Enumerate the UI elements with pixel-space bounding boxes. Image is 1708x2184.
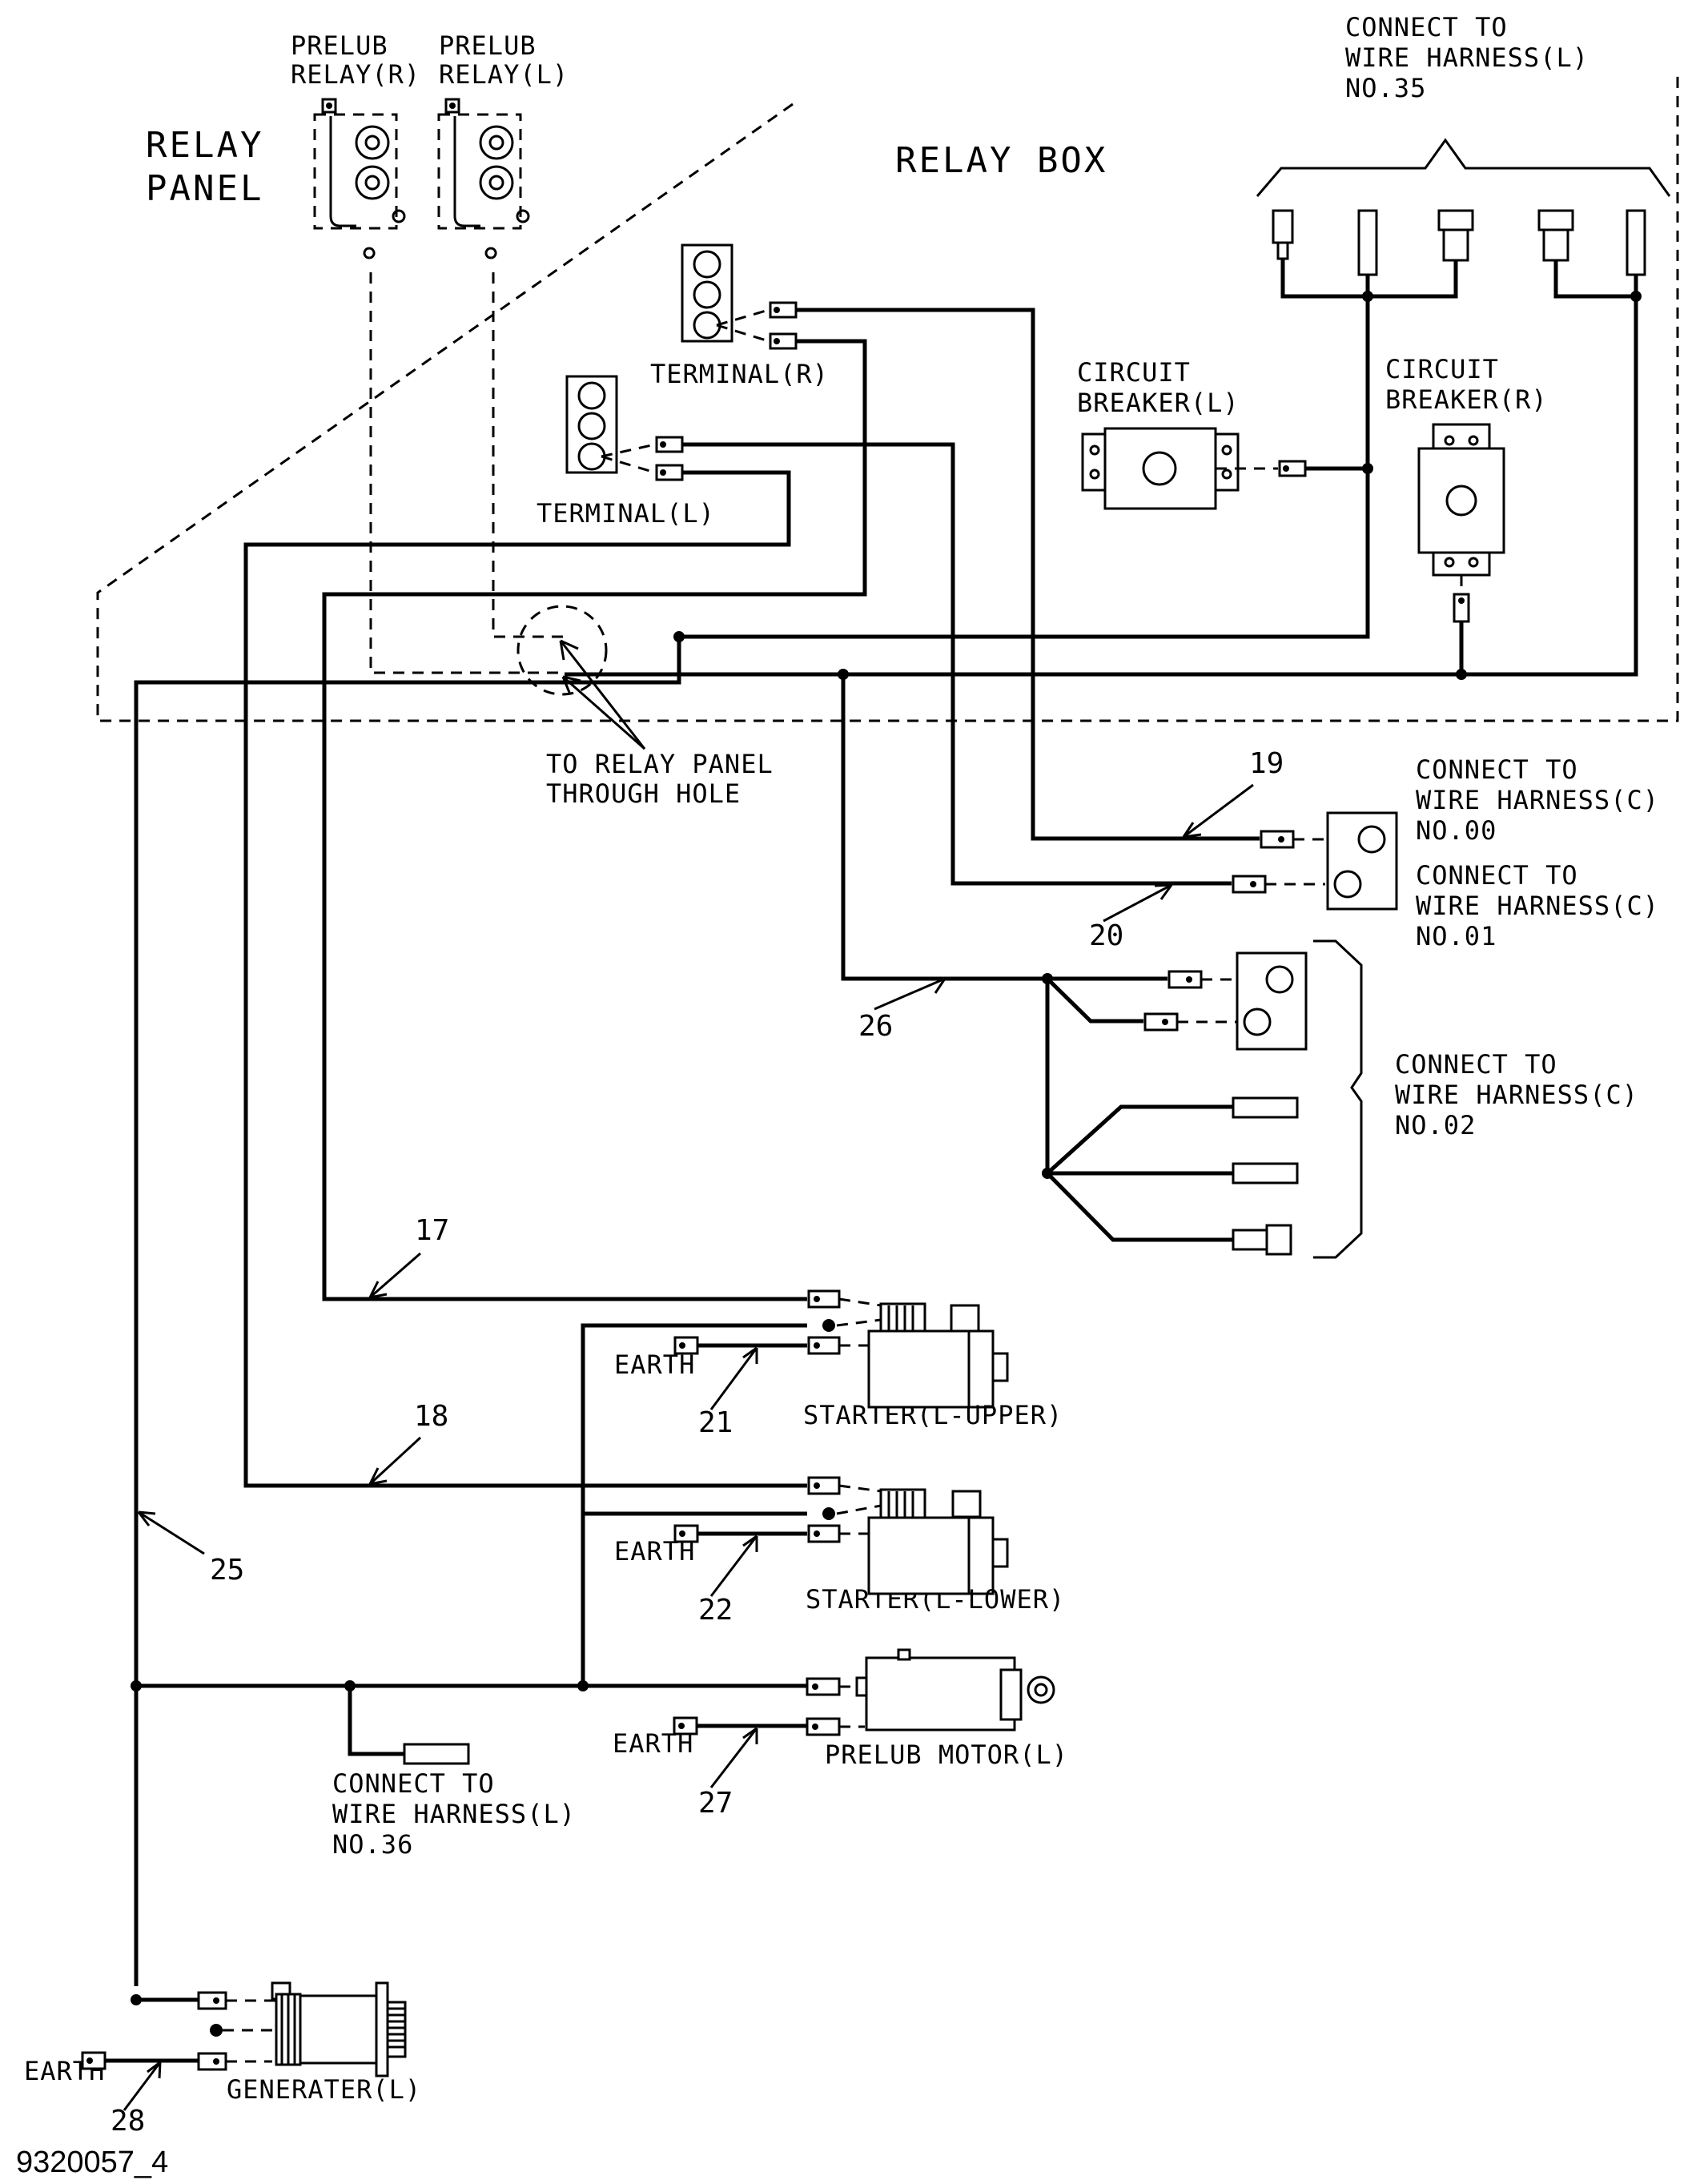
harness-l36-label-3: NO.36: [332, 1829, 413, 1860]
wire-number-20: 20: [1089, 919, 1123, 952]
harness-l36-label-2: WIRE HARNESS(L): [332, 1799, 576, 1829]
prelub-relay-r-label-1: PRELUB: [291, 30, 388, 61]
wire-number-18: 18: [414, 1400, 448, 1433]
harness-c02-label-1: CONNECT TO: [1395, 1049, 1557, 1080]
harness-c02-label-3: NO.02: [1395, 1110, 1476, 1140]
prelub-relay-r: [313, 98, 406, 259]
harness-c01-label-3: NO.01: [1416, 921, 1497, 951]
terminal-r: [681, 243, 798, 350]
wire-number-17: 17: [415, 1214, 449, 1247]
circuit-breaker-r-label-1: CIRCUIT: [1385, 354, 1499, 384]
text-labels: RELAY PANEL RELAY BOX PRELUB RELAY(R) PR…: [16, 12, 1659, 2179]
drawing-code: 9320057_4: [16, 2146, 168, 2179]
wire-number-27: 27: [698, 1787, 733, 1820]
to-relay-panel-label-1: TO RELAY PANEL: [546, 749, 774, 779]
harness-c02-label-2: WIRE HARNESS(C): [1395, 1080, 1638, 1110]
harness-c01-label-2: WIRE HARNESS(C): [1416, 891, 1659, 921]
harness-l35-label-2: WIRE HARNESS(L): [1345, 42, 1589, 73]
harness-l35-label-1: CONNECT TO: [1345, 12, 1508, 42]
harness-l36-label-1: CONNECT TO: [332, 1768, 495, 1799]
junction-dots: [131, 291, 1642, 2005]
circuit-breaker-r: [1417, 423, 1505, 623]
harness-c01-label-1: CONNECT TO: [1416, 860, 1578, 891]
harness-c00-01-connectors: [1232, 811, 1398, 911]
harness-l35-label-3: NO.35: [1345, 73, 1426, 103]
starter-upper: [807, 1289, 1009, 1409]
wire-number-22: 22: [698, 1594, 733, 1627]
prelub-relay-l-label-2: RELAY(L): [439, 59, 569, 90]
harness-c00-label-2: WIRE HARNESS(C): [1416, 785, 1659, 815]
relay-panel-label-1: RELAY: [146, 125, 263, 166]
wire-number-25: 25: [210, 1554, 244, 1587]
relay-r-lead: [369, 272, 565, 674]
starter-lower: [807, 1476, 1009, 1595]
relay-panel-label-2: PANEL: [146, 168, 263, 209]
circuit-breaker-r-label-2: BREAKER(R): [1385, 384, 1548, 415]
circuit-breaker-l-label-2: BREAKER(L): [1077, 388, 1240, 418]
generator: [197, 1981, 407, 2077]
earth-connectors: [81, 1336, 699, 2070]
relay-l-lead: [492, 272, 565, 638]
prelub-relay-l-label-1: PRELUB: [439, 30, 537, 61]
through-hole: [516, 605, 646, 750]
harness-l35-connectors: [1256, 138, 1671, 276]
prelub-relay-l: [437, 98, 530, 259]
wire-number-arrows: [123, 783, 1254, 2111]
prelub-motor: [806, 1648, 1055, 1736]
wire-number-21: 21: [698, 1406, 733, 1439]
prelub-relay-r-label-2: RELAY(R): [291, 59, 420, 90]
prelub-motor-label: PRELUB MOTOR(L): [825, 1740, 1068, 1770]
circuit-breaker-l: [1081, 427, 1307, 510]
harness-l36-connector: [403, 1743, 470, 1765]
generator-label: GENERATER(L): [227, 2074, 421, 2105]
to-relay-panel-label-2: THROUGH HOLE: [546, 778, 741, 809]
wire-number-19: 19: [1249, 747, 1284, 780]
wires: [102, 259, 1638, 2063]
relay-box-label: RELAY BOX: [895, 140, 1107, 181]
harness-c00-label-3: NO.00: [1416, 815, 1497, 846]
relay-box-boundary: [96, 72, 1679, 722]
terminal-l-label: TERMINAL(L): [537, 498, 715, 529]
wire-number-26: 26: [858, 1010, 893, 1043]
wire-number-28: 28: [111, 2105, 145, 2138]
terminal-l: [565, 375, 684, 481]
harness-c02-connectors: [1143, 939, 1363, 1259]
circuit-breaker-l-label-1: CIRCUIT: [1077, 357, 1191, 388]
terminal-r-label: TERMINAL(R): [650, 359, 829, 389]
harness-c00-label-1: CONNECT TO: [1416, 754, 1578, 785]
